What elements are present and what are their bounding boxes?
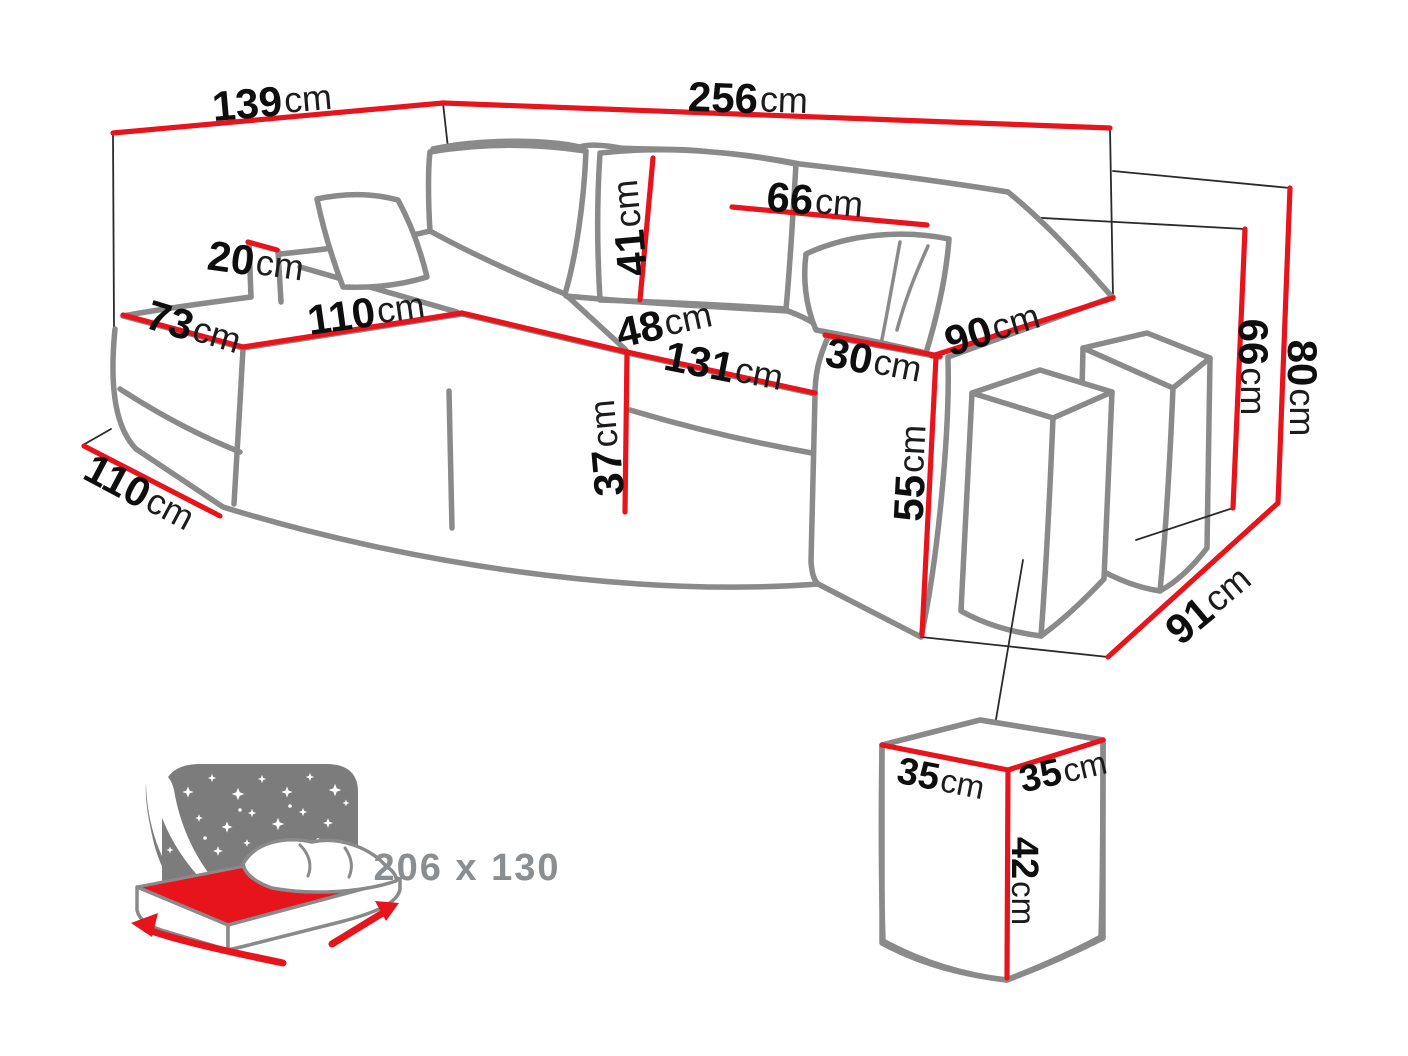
bed-duvet xyxy=(241,838,398,894)
dim-line-110-seat xyxy=(240,310,465,350)
dim-label-armrest-height: 55cm xyxy=(884,423,936,522)
projection-lines-front xyxy=(920,507,1234,738)
dim-label-total-height: 80cm xyxy=(1280,340,1327,437)
dim-label-seat-depth: 48cm xyxy=(612,290,716,356)
dim-line-256 xyxy=(440,100,1113,131)
dim-line-48 xyxy=(459,310,630,355)
dim-label-seat-front-width: 131cm xyxy=(661,331,788,400)
pouf-pair xyxy=(958,330,1213,639)
dim-line-35-left xyxy=(879,742,1011,773)
dim-label-back-shelf: 20cm xyxy=(205,231,307,291)
dim-label-cushion-height: 41cm xyxy=(600,178,655,278)
decorative-pillow-small xyxy=(314,191,430,290)
sleeping-area-label: 206 x 130 xyxy=(373,847,560,889)
dimension-lines xyxy=(81,100,1293,981)
dim-line-35-right xyxy=(1005,737,1106,773)
dim-line-73 xyxy=(120,312,246,350)
bed-arrows xyxy=(131,901,399,967)
dim-line-20 xyxy=(245,239,280,253)
dim-line-55 xyxy=(919,354,939,638)
dim-label-back-total: 256cm xyxy=(687,72,809,123)
dim-line-110-floor xyxy=(81,443,223,519)
pouf-leader-line xyxy=(992,559,1024,738)
dim-line-66-cushion xyxy=(729,204,930,228)
pouf-detail-cube xyxy=(878,717,1106,983)
backrest-cushion-1 xyxy=(425,142,589,297)
sofa-line-art xyxy=(110,138,1116,640)
dim-label-pouf-height: 42cm xyxy=(1003,837,1045,925)
dim-label-seat-height: 37cm xyxy=(577,398,632,498)
dim-label-back-left: 139cm xyxy=(210,72,334,129)
dim-line-139 xyxy=(110,100,446,136)
dim-line-91 xyxy=(1105,500,1281,660)
dim-line-30 xyxy=(822,332,943,359)
dim-label-chaise-length: 110cm xyxy=(304,281,427,344)
projection-lines-back xyxy=(82,102,1291,446)
dim-label-backrest-height: 66cm xyxy=(1231,319,1278,416)
dim-line-80 xyxy=(1275,185,1293,506)
curtain-swoosh xyxy=(150,769,248,915)
dim-label-cushion-width: 66cm xyxy=(765,172,865,227)
dim-line-131 xyxy=(624,349,818,396)
dim-line-41 xyxy=(637,155,656,303)
dim-label-armrest-top-width: 30cm xyxy=(822,328,926,393)
sleeping-function-icon xyxy=(0,0,402,967)
backrest-cushion-2 xyxy=(595,147,799,312)
dim-line-66-height xyxy=(1230,226,1248,511)
dim-label-pouf-top-width: 35cm xyxy=(894,750,989,808)
decorative-pillow-leaning xyxy=(802,231,952,356)
dim-line-90 xyxy=(929,295,1116,359)
pouf-front xyxy=(958,367,1115,639)
dim-line-42 xyxy=(1004,767,1011,981)
dim-line-37 xyxy=(622,349,630,515)
